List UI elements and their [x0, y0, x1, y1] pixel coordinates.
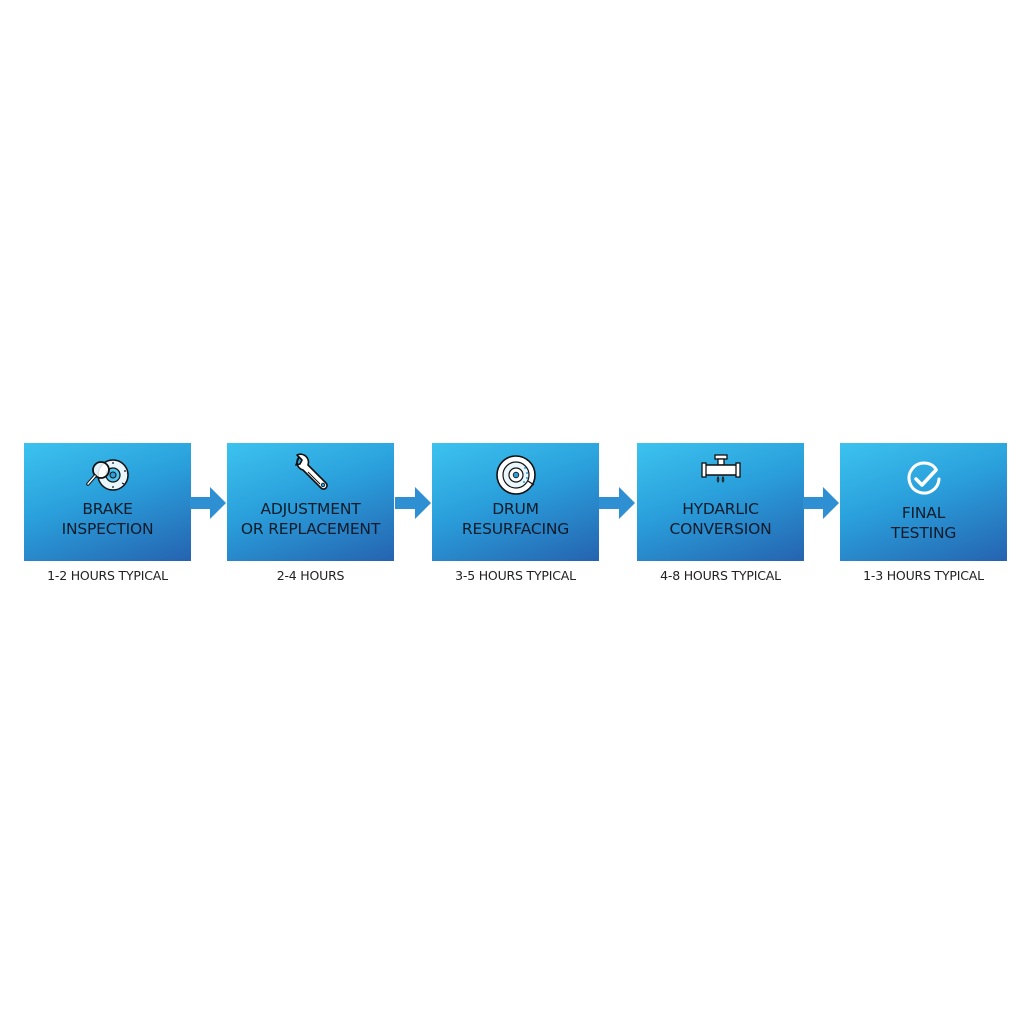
step-final-testing: FINAL TESTING	[840, 443, 1007, 561]
wrench-icon	[294, 453, 328, 490]
step-duration: 4-8 HOURS TYPICAL	[660, 568, 781, 583]
step-duration: 1-2 HOURS TYPICAL	[47, 568, 168, 583]
step-title-line1: FINAL	[901, 504, 946, 522]
step-title-line2: OR REPLACEMENT	[240, 520, 381, 538]
brake-drum-icon	[495, 455, 536, 495]
step-title-line2: INSPECTION	[61, 520, 154, 538]
arrow-right-icon	[395, 487, 431, 519]
arrow-right-icon	[599, 487, 635, 519]
step-duration: 3-5 HOURS TYPICAL	[455, 568, 576, 583]
step-title-line2: RESURFACING	[461, 520, 570, 538]
arrow-right-icon	[190, 487, 226, 519]
step-title-line1: HYDARLIC	[682, 500, 759, 518]
step-adjustment-replacement: ADJUSTMENT OR REPLACEMENT	[227, 443, 394, 561]
step-title-line2: TESTING	[890, 524, 957, 542]
step-title-line1: DRUM	[492, 500, 539, 518]
step-hydraulic-conversion: HYDARLIC CONVERSION	[637, 443, 804, 561]
magnifier-brake-disc-icon	[85, 459, 129, 491]
arrow-right-icon	[803, 487, 839, 519]
step-brake-inspection: BRAKE INSPECTION	[24, 443, 191, 561]
step-title-line1: ADJUSTMENT	[260, 500, 361, 518]
step-title-line1: BRAKE	[82, 500, 133, 518]
check-circle-icon	[907, 461, 940, 495]
step-title-line2: CONVERSION	[669, 520, 772, 538]
step-drum-resurfacing: DRUM RESURFACING	[432, 443, 599, 561]
step-duration: 1-3 HOURS TYPICAL	[863, 568, 984, 583]
pipe-valve-icon	[700, 454, 741, 483]
step-duration: 2-4 HOURS	[276, 568, 345, 583]
